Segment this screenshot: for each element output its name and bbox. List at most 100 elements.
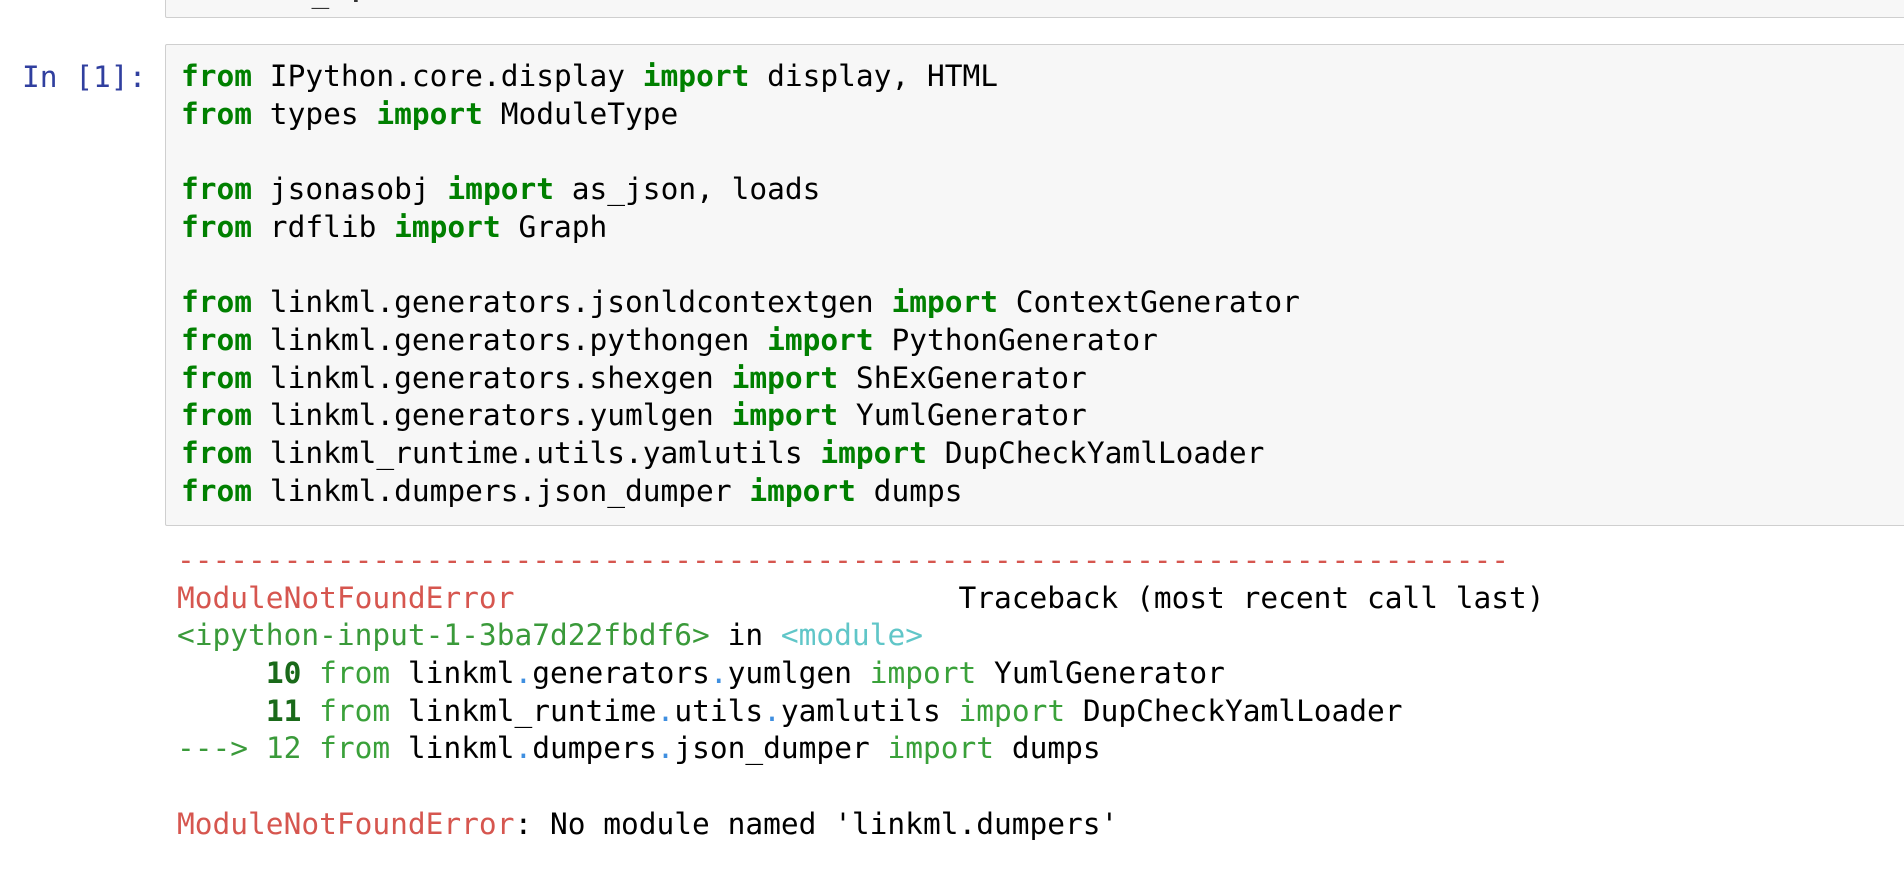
code-line: from linkml.generators.shexgen import Sh… [181,360,1300,398]
code-line: from IPython.core.display import display… [181,58,1300,96]
code-token: rdflib [252,209,395,244]
code-token: yamlutils [780,693,959,728]
line-number: 11 [265,693,302,728]
keyword-token: import [447,172,554,207]
code-token: IPython.core.display [252,59,643,93]
traceback-separator: ----------------------------------------… [177,543,1510,577]
code-token: display, HTML [749,59,999,93]
code-token: PythonGenerator [873,322,1158,357]
keyword-token: import [394,209,501,244]
keyword-token: from [181,285,253,320]
code-token: dumpers [532,731,657,766]
code-token: json_dumper [674,731,888,766]
code-token: utils [674,693,764,728]
error-type: ModuleNotFoundError [177,580,515,615]
code-line [181,133,1300,171]
keyword-token: import [869,656,977,691]
keyword-token: from [319,693,391,728]
code-token: linkml_runtime.utils.yamlutils [252,435,821,470]
keyword-token: from [181,209,253,244]
traceback-frame-line: ---> 12 from linkml.dumpers.json_dumper … [177,730,1545,768]
code-token: generators [532,656,710,691]
code-token: DupCheckYamlLoader [926,435,1265,470]
keyword-token: from [319,656,391,691]
code-token: linkml.generators.pythongen [252,322,768,357]
blank-line [177,768,1545,806]
final-error-line: ModuleNotFoundError: No module named 'li… [177,806,1545,844]
code-token: types [252,96,377,131]
final-error-type: ModuleNotFoundError [177,806,515,841]
input-prompt: In [1]: [22,60,147,94]
code-token: YumlGenerator [838,398,1087,433]
keyword-token: from [181,360,253,395]
keyword-token: import [887,731,995,766]
code-token: linkml.generators.yumlgen [252,398,732,433]
code-line: from jsonasobj import as_json, loads [181,171,1300,209]
keyword-token: import [749,473,856,508]
code-token [301,694,319,728]
code-token: YumlGenerator [976,656,1225,691]
code-token: linkml_runtime [390,693,657,728]
code-token: Graph [500,209,608,244]
code-token: linkml [390,731,515,766]
code-token [301,656,319,690]
keyword-token: from [181,473,253,508]
frame-indent [177,694,266,728]
code-token: ShExGenerator [838,360,1087,395]
keyword-token: import [891,285,999,320]
code-line: from types import ModuleType [181,96,1300,134]
code-line: from linkml_runtime.utils.yamlutils impo… [181,435,1300,473]
code-line [181,246,1300,284]
code-token: ModuleType [482,96,679,131]
keyword-token: from [319,731,391,766]
code-token: dumps [994,731,1101,766]
code-token: jsonasobj [252,172,448,207]
code-editor[interactable]: from IPython.core.display import display… [181,58,1300,510]
keyword-token: import [820,435,927,470]
dot-operator: . [514,731,533,766]
dot-operator: . [709,656,728,691]
keyword-token: from [181,172,253,207]
dot-operator: . [656,693,675,728]
line-number: 10 [265,656,302,691]
code-token [301,731,319,765]
code-line: from linkml.generators.yumlgen import Yu… [181,397,1300,435]
keyword-token: import [731,360,839,395]
previous-cell-input[interactable]: _ . [165,0,1904,18]
keyword-token: from [181,96,253,131]
cell-output-traceback: ----------------------------------------… [177,542,1545,844]
keyword-token: import [642,59,750,93]
dot-operator: . [763,693,781,728]
keyword-token: import [731,398,839,433]
frame-indent [177,656,266,690]
input-reference: <ipython-input-1-3ba7d22fbdf6> [177,618,710,653]
code-token: linkml [390,656,515,691]
previous-cell-code: _ . [276,0,471,11]
code-line: from linkml.dumpers.json_dumper import d… [181,473,1300,511]
traceback-location: <ipython-input-1-3ba7d22fbdf6> in <modul… [177,618,923,653]
code-line: from linkml.generators.jsonldcontextgen … [181,284,1300,322]
code-token: as_json, loads [554,172,821,207]
traceback-frame-line: 11 from linkml_runtime.utils.yamlutils i… [177,693,1545,731]
keyword-token: import [958,693,1066,728]
keyword-token: import [767,322,874,357]
code-token: DupCheckYamlLoader [1065,693,1403,728]
code-token: linkml.dumpers.json_dumper [252,473,750,508]
keyword-token: from [181,59,253,93]
dot-operator: . [514,656,533,691]
module-reference: <module> [780,618,923,653]
dot-operator: . [656,731,675,766]
traceback-frame-line: 10 from linkml.generators.yumlgen import… [177,655,1545,693]
keyword-token: from [181,435,253,470]
keyword-token: import [376,96,483,131]
code-cell-input[interactable]: from IPython.core.display import display… [165,44,1904,526]
keyword-token: from [181,398,253,433]
code-token: ContextGenerator [998,285,1300,320]
line-number: 12 [265,731,302,766]
code-line: from rdflib import Graph [181,209,1300,247]
traceback-header: ModuleNotFoundError Traceback (most rece… [177,580,1545,618]
code-line: from linkml.generators.pythongen import … [181,322,1300,360]
current-line-arrow: ---> [177,731,266,766]
code-token: dumps [855,473,963,508]
code-token: linkml.generators.jsonldcontextgen [252,285,892,320]
